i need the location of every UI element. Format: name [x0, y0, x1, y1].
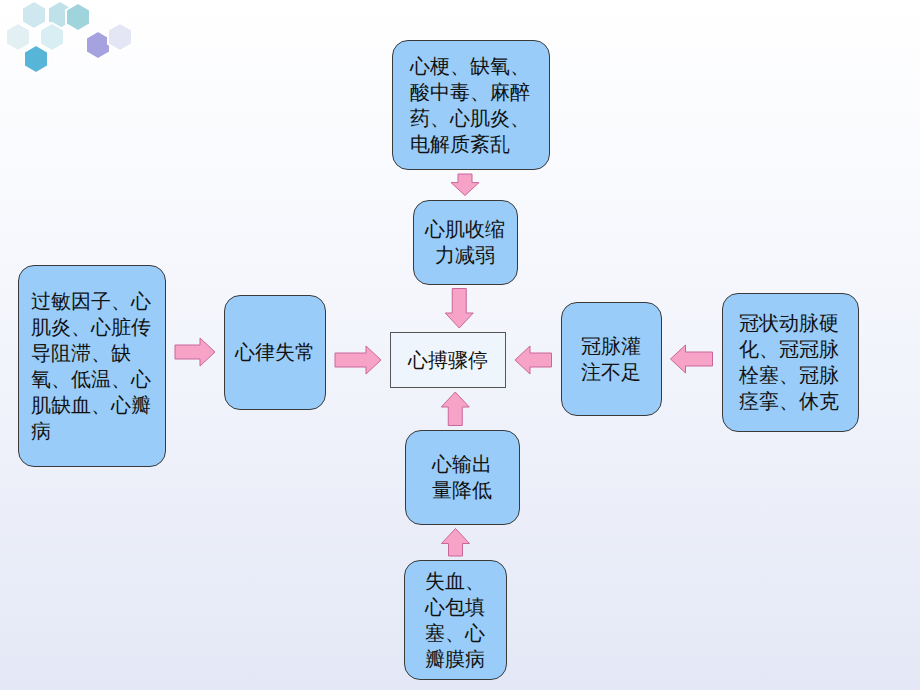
hexagon: [108, 23, 132, 51]
block-arrow: [445, 289, 473, 329]
hexagon: [22, 1, 46, 29]
node-text: 过敏因子、心肌炎、心脏传导阻滞、缺氧、低温、心肌缺血、心瓣病: [31, 288, 153, 444]
outcome-box: 心搏骤停: [390, 332, 506, 388]
mechanism-box: 心肌收缩力减弱: [413, 200, 518, 285]
hexagon: [24, 45, 48, 73]
node-text: 冠状动脉硬化、冠冠脉栓塞、冠脉痉挛、休克: [739, 310, 841, 414]
node-text: 心输出量降低: [431, 451, 493, 503]
block-arrow: [175, 338, 215, 366]
hexagon: [40, 23, 64, 51]
hexagon: [6, 23, 30, 51]
node-text: 心肌收缩力减弱: [424, 216, 506, 268]
node-text: 心律失常: [234, 339, 316, 365]
hexagon: [66, 3, 90, 31]
cause-box: 失血、心包填塞、心瓣膜病: [404, 560, 507, 680]
block-arrow: [671, 345, 713, 373]
cause-box: 过敏因子、心肌炎、心脏传导阻滞、缺氧、低温、心肌缺血、心瓣病: [18, 265, 166, 467]
mechanism-box: 冠脉灌注不足: [561, 302, 662, 416]
node-text: 失血、心包填塞、心瓣膜病: [424, 568, 486, 672]
block-arrow: [442, 529, 470, 557]
block-arrow: [441, 392, 469, 426]
cause-box: 冠状动脉硬化、冠冠脉栓塞、冠脉痉挛、休克: [722, 293, 859, 432]
node-text: 心梗、缺氧、酸中毒、麻醉药、心肌炎、电解质紊乱: [410, 53, 532, 157]
hexagon: [86, 31, 110, 59]
block-arrow: [451, 174, 479, 196]
block-arrow: [335, 346, 381, 374]
node-text: 心搏骤停: [407, 347, 489, 373]
node-text: 冠脉灌注不足: [580, 333, 642, 385]
mechanism-box: 心输出量降低: [405, 430, 520, 525]
block-arrow: [515, 346, 552, 374]
mechanism-box: 心律失常: [224, 295, 326, 410]
cause-box: 心梗、缺氧、酸中毒、麻醉药、心肌炎、电解质紊乱: [392, 40, 550, 170]
